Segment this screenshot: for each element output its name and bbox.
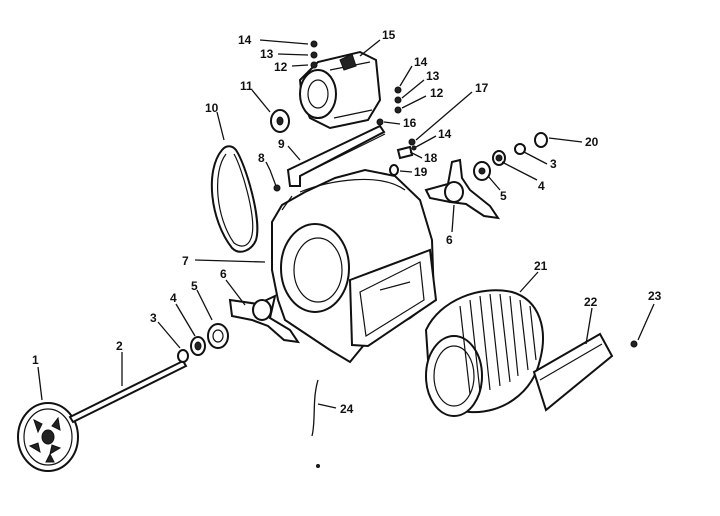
screw-23-part xyxy=(630,340,638,348)
callout-24: 24 xyxy=(340,402,354,416)
callout-14-left: 14 xyxy=(238,33,252,47)
callout-labels: 1 2 3 4 5 6 7 8 9 10 11 12 13 14 15 14 1… xyxy=(32,28,662,416)
callout-12-left: 12 xyxy=(274,60,288,74)
callout-14-lower: 14 xyxy=(438,127,452,141)
callout-3-left: 3 xyxy=(150,311,157,325)
blower-wheel-part xyxy=(424,289,544,417)
callout-6-left: 6 xyxy=(220,267,227,281)
callout-13-right: 13 xyxy=(426,69,440,83)
belt-part xyxy=(210,145,259,253)
callout-1: 1 xyxy=(32,353,39,367)
shaft-part xyxy=(68,359,188,424)
motor-pulley-part xyxy=(270,109,290,133)
left-fastener-stack xyxy=(310,40,318,69)
callout-5-left: 5 xyxy=(191,279,198,293)
blower-housing-part xyxy=(271,168,438,364)
callout-7: 7 xyxy=(182,254,189,268)
right-fastener-stack xyxy=(394,86,402,114)
right-bracket-part xyxy=(424,158,501,220)
callout-5-right: 5 xyxy=(500,189,507,203)
callout-3-right: 3 xyxy=(550,157,557,171)
callout-18: 18 xyxy=(424,151,438,165)
callout-21: 21 xyxy=(534,259,548,273)
callout-13-left: 13 xyxy=(260,47,274,61)
callout-8: 8 xyxy=(258,151,265,165)
callout-2: 2 xyxy=(116,339,123,353)
callout-14-right: 14 xyxy=(414,55,428,69)
panel-part xyxy=(532,332,614,412)
screw-8-part xyxy=(269,169,281,192)
callout-20: 20 xyxy=(585,135,599,149)
callout-15: 15 xyxy=(382,28,396,42)
left-bracket-part xyxy=(228,294,301,344)
small-hardware xyxy=(376,118,417,176)
callout-17: 17 xyxy=(475,81,489,95)
callout-16: 16 xyxy=(403,116,417,130)
callout-23: 23 xyxy=(648,289,662,303)
callout-4-right: 4 xyxy=(538,179,545,193)
callout-19: 19 xyxy=(414,165,428,179)
callout-22: 22 xyxy=(584,295,598,309)
motor-bracket-part xyxy=(286,124,386,187)
callout-9: 9 xyxy=(278,137,285,151)
callout-4-left: 4 xyxy=(170,291,177,305)
wire-24-part xyxy=(311,379,320,468)
leader-lines xyxy=(37,39,655,409)
right-bearing-set xyxy=(473,132,548,181)
left-bearing-set xyxy=(177,323,229,363)
callout-10: 10 xyxy=(205,101,219,115)
callout-6-right: 6 xyxy=(446,233,453,247)
callout-12-right: 12 xyxy=(430,86,444,100)
motor-part xyxy=(298,50,382,130)
pulley-part xyxy=(17,402,79,472)
callout-11: 11 xyxy=(240,79,253,93)
